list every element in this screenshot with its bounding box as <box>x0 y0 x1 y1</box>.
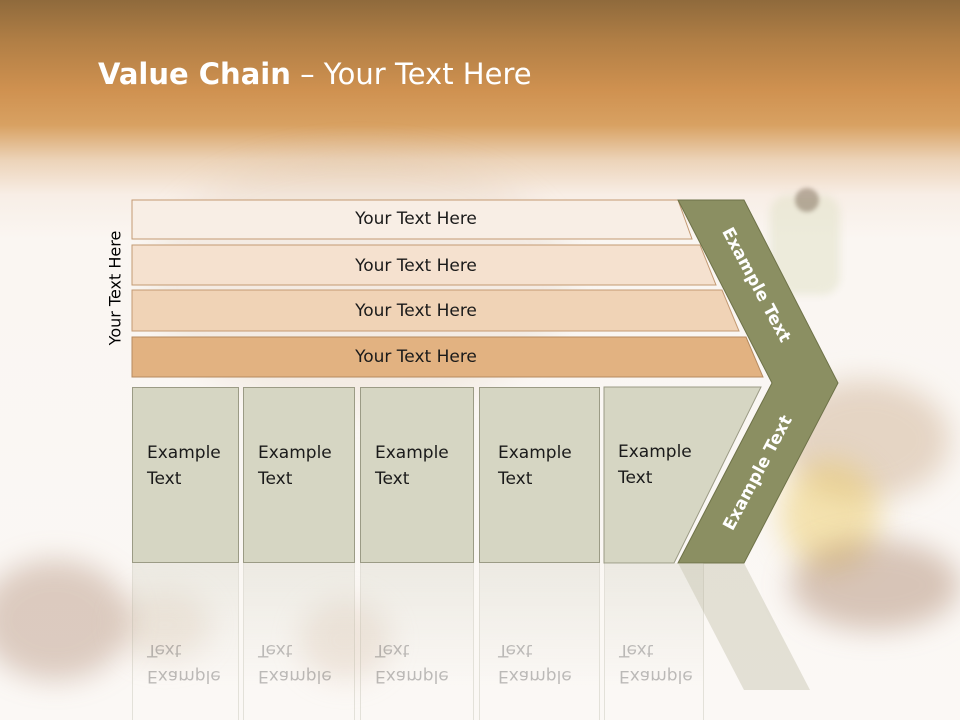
box-line2: Text <box>375 469 410 489</box>
slide-title: Value Chain – Your Text Here <box>98 54 532 94</box>
row-band-4 <box>131 336 764 378</box>
row-band-2 <box>131 244 717 286</box>
row-label-2: Your Text Here <box>355 256 477 276</box>
row-label-3: Your Text Here <box>355 301 477 321</box>
box-line1: Example <box>147 443 221 463</box>
box-line1: Example <box>498 443 572 463</box>
box-line1: Example <box>258 443 332 463</box>
chevron-reflection <box>678 563 810 690</box>
background-soap <box>780 460 880 570</box>
background-seashells <box>790 540 960 630</box>
background-paw <box>300 600 390 680</box>
background-seashells <box>0 560 130 680</box>
background-jar-cap <box>795 188 819 212</box>
box-line1: Example <box>618 442 692 462</box>
title-rest: – Your Text Here <box>290 57 532 91</box>
row-label-4: Your Text Here <box>355 347 477 367</box>
box-5-shape <box>603 386 762 564</box>
row-band-3 <box>131 289 740 332</box>
background-paw <box>120 590 210 660</box>
box-line2: Text <box>498 469 533 489</box>
chevron-arrow <box>677 199 839 564</box>
row-label-1: Your Text Here <box>355 209 477 229</box>
box-line2: Text <box>258 469 293 489</box>
box-line2: Text <box>618 468 653 488</box>
box-line2: Text <box>147 469 182 489</box>
row-band-1 <box>131 199 693 240</box>
box-line1: Example <box>375 443 449 463</box>
title-bold: Value Chain <box>98 57 291 91</box>
